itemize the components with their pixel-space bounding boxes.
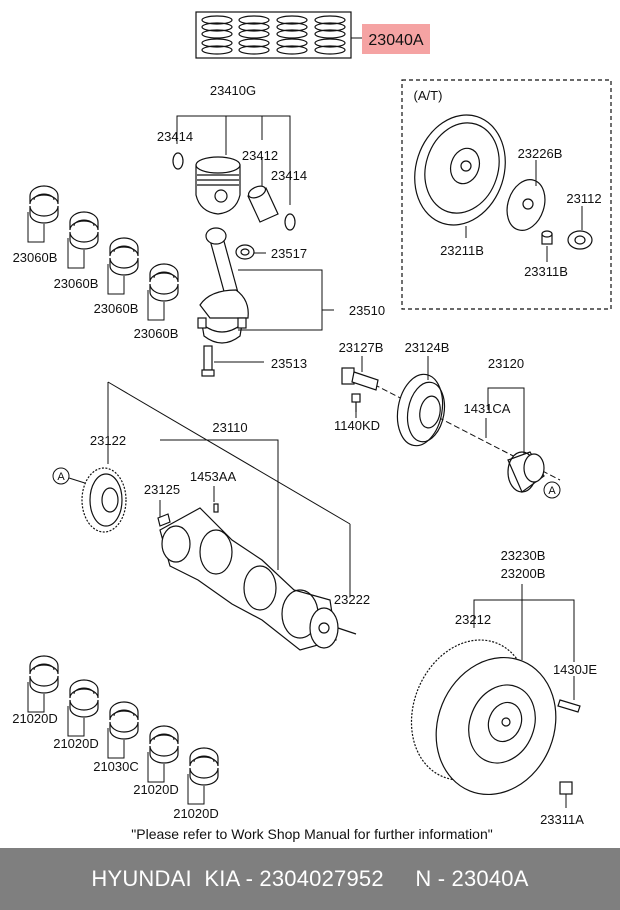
label-21020D-1: 21020D [12, 711, 58, 726]
flywheel-icon [410, 639, 557, 796]
small-end-bushing-icon [235, 244, 255, 260]
label-23412: 23412 [242, 148, 278, 163]
label-1430JE: 1430JE [553, 662, 597, 677]
snap-ring-icon [284, 213, 296, 231]
label-23060B-3: 23060B [94, 301, 139, 316]
label-21020D-3: 21020D [133, 782, 179, 797]
dowel-pin-icon [213, 503, 357, 635]
snap-ring-icon [172, 152, 184, 170]
at-options-box [401, 79, 612, 310]
leader-lines-crank [107, 381, 351, 596]
label-23060B-1: 23060B [13, 250, 58, 265]
reference-a-label: A [548, 485, 556, 497]
leader-lines-rod [214, 252, 334, 363]
workshop-note: "Please refer to Work Shop Manual for fu… [131, 826, 492, 842]
bearing-shell-icon [69, 211, 99, 250]
label-23230B: 23230B [501, 548, 546, 563]
label-23211B: 23211B [440, 243, 484, 258]
bearing-shell-icon [109, 701, 139, 740]
adapter-plate-icon [506, 179, 546, 231]
crank-sprocket-icon [81, 467, 127, 533]
bearing-shell-icon [149, 725, 179, 764]
piston-pin-icon [247, 185, 279, 223]
bearing-shell-icon [29, 655, 59, 694]
label-23414-a: 23414 [157, 129, 193, 144]
label-23311A: 23311A [540, 812, 584, 827]
label-23410G: 23410G [210, 83, 256, 98]
label-23124B: 23124B [405, 340, 450, 355]
label-23414-b: 23414 [271, 168, 307, 183]
label-1431CA: 1431CA [464, 401, 511, 416]
label-23125: 23125 [144, 482, 180, 497]
label-23517: 23517 [271, 246, 307, 261]
footer-bar: HYUNDAI KIA - 2304027952 N - 23040A [0, 848, 620, 910]
piston-icon [195, 156, 241, 215]
bushing-icon [567, 230, 593, 250]
reference-a-label: A [57, 471, 65, 483]
bearing-shell-icon [189, 747, 219, 786]
label-23510: 23510 [349, 303, 385, 318]
rod-cap-icon [197, 317, 247, 344]
leader-lines-bearings [27, 212, 165, 321]
piston-rings-icon [195, 11, 352, 59]
label-21020D-2: 21020D [53, 736, 99, 751]
bearing-shell-icon [109, 237, 139, 276]
sprocket-icon [507, 451, 545, 493]
highlight-box [362, 24, 430, 54]
leader-lines-at [465, 160, 583, 262]
bolt-icon [541, 230, 553, 245]
label-23122: 23122 [90, 433, 126, 448]
label-23127B: 23127B [339, 340, 384, 355]
label-23222: 23222 [334, 592, 370, 607]
footer-part-info: HYUNDAI KIA - 2304027952 N - 23040A [91, 866, 529, 891]
label-23212: 23212 [455, 612, 491, 627]
label-1140KD: 1140KD [334, 418, 380, 433]
leader-lines-flywheel [473, 584, 575, 808]
label-23311B: 23311B [524, 264, 568, 279]
crankshaft-icon [159, 507, 339, 651]
diagram-canvas: 23040A 23410G 23414 23412 23414 23060B 2… [12, 11, 612, 842]
label-23112: 23112 [566, 191, 601, 206]
leader-lines-pulley [355, 356, 525, 454]
label-23060B-4: 23060B [134, 326, 179, 341]
reference-a-marker [543, 481, 561, 499]
pulley-bolt-icon [341, 367, 379, 391]
label-21030C: 21030C [93, 759, 139, 774]
highlighted-part-number: 23040A [368, 32, 423, 49]
pulley-icon [396, 373, 446, 447]
label-23513: 23513 [271, 356, 307, 371]
label-23060B-2: 23060B [54, 276, 99, 291]
axis-line [341, 367, 561, 481]
key-icon [157, 513, 171, 527]
label-23200B: 23200B [501, 566, 546, 581]
rod-bolt-icon [201, 345, 215, 377]
bearing-shell-icon [149, 263, 179, 302]
label-21020D-4: 21020D [173, 806, 219, 821]
connecting-rod-icon [199, 227, 249, 319]
label-23120: 23120 [488, 356, 524, 371]
bearing-shell-icon [29, 185, 59, 224]
at-box-label: (A/T) [414, 88, 443, 103]
drive-plate-icon [414, 114, 506, 226]
leader-lines-main-bearings [27, 682, 205, 805]
bolt-icon [351, 393, 361, 412]
label-23226B: 23226B [518, 146, 563, 161]
bolt-icon [557, 699, 581, 795]
bearing-shell-icon [69, 679, 99, 718]
label-23110: 23110 [212, 420, 247, 435]
label-1453AA: 1453AA [190, 469, 237, 484]
reference-a-marker [52, 467, 70, 485]
